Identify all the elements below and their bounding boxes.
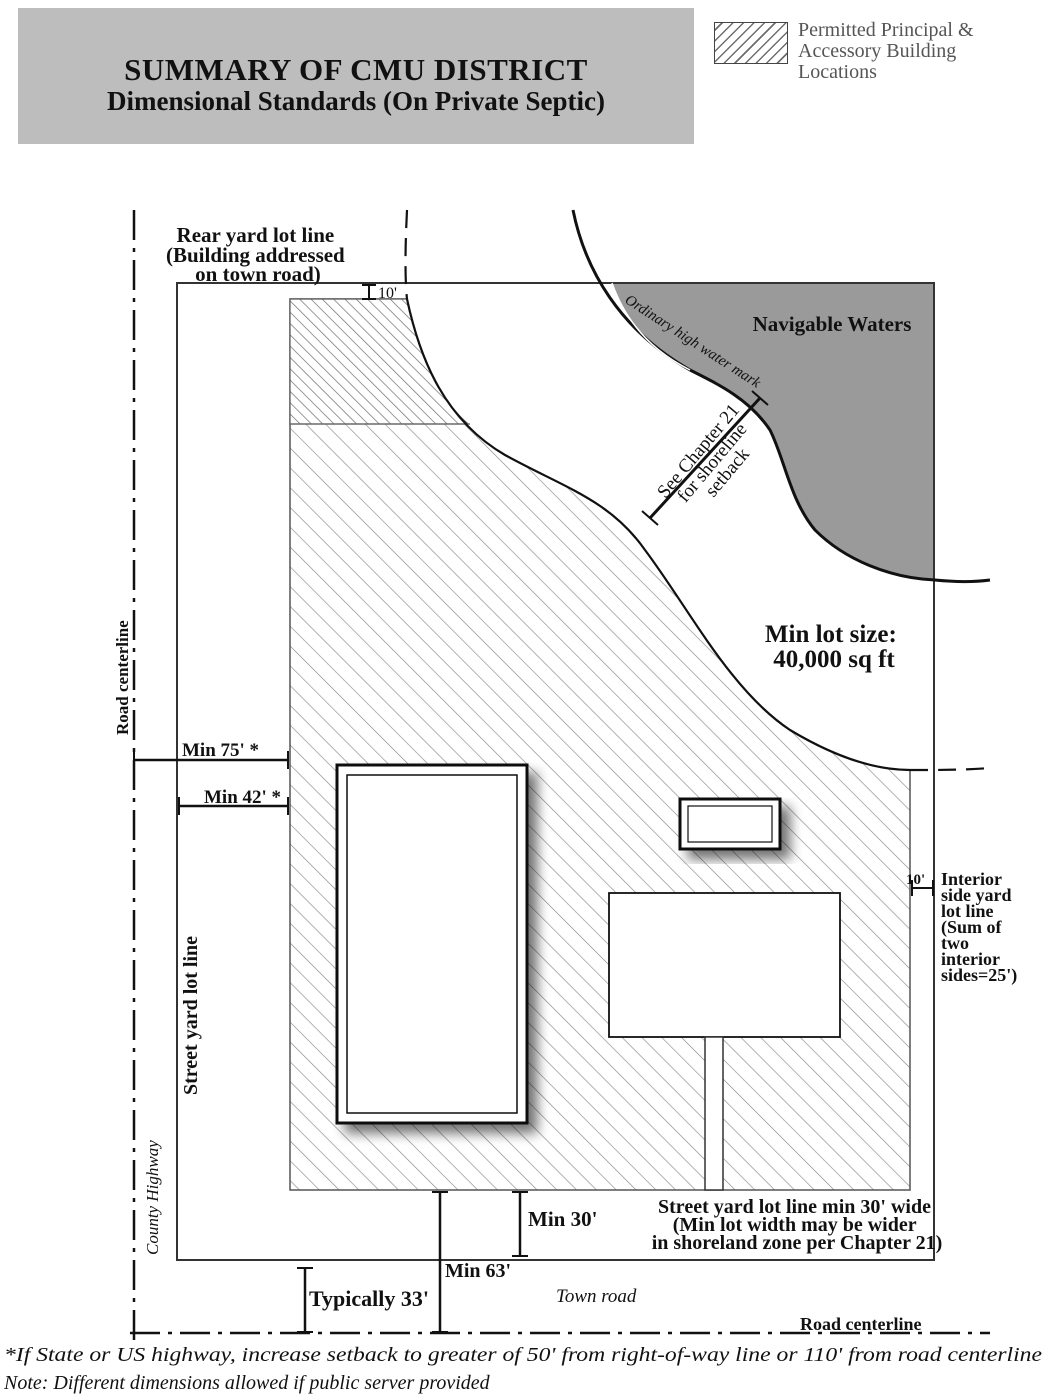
driveway bbox=[704, 1036, 724, 1191]
legend-text: Permitted Principal & Accessory Building… bbox=[798, 20, 1043, 83]
town-road-label: Town road bbox=[556, 1286, 637, 1307]
footnote-1: *If State or US highway, increase setbac… bbox=[4, 1344, 1042, 1366]
ohwm-curve bbox=[571, 209, 991, 583]
setback-curve bbox=[404, 209, 409, 300]
legend-line-2: Accessory Building bbox=[798, 40, 957, 62]
title-box: SUMMARY OF CMU DISTRICT Dimensional Stan… bbox=[18, 8, 694, 144]
road-centerline-bottom-label: Road centerline bbox=[800, 1314, 921, 1334]
rear-setback-label: 10' bbox=[378, 285, 397, 302]
lot-boundary bbox=[176, 282, 935, 1261]
navigable-waters-area bbox=[612, 283, 935, 580]
street-yard-label: Street yard lot line bbox=[180, 936, 202, 1095]
interior-setback-label: 10' bbox=[906, 872, 925, 888]
min-lot-size-label: Min lot size: 40,000 sq ft bbox=[765, 621, 903, 673]
footnote-2: Note: Different dimensions allowed if pu… bbox=[3, 1372, 491, 1394]
typically33-label: Typically 33' bbox=[309, 1286, 429, 1311]
legend-line-3: Locations bbox=[798, 61, 877, 83]
navigable-waters-label: Navigable Waters bbox=[753, 312, 912, 336]
rear-dense-hatch bbox=[289, 298, 470, 425]
road-centerline-left-label: Road centerline bbox=[113, 620, 132, 735]
legend-hatch-swatch bbox=[714, 22, 788, 64]
shoreline-label: See Chapter 21 for shoreline setback bbox=[653, 396, 774, 525]
street-yard-bottom-label: Street yard lot line min 30' wide (Min l… bbox=[652, 1196, 943, 1254]
rear-yard-label: Rear yard lot line (Building addressed o… bbox=[166, 223, 350, 286]
page-subtitle: Dimensional Standards (On Private Septic… bbox=[106, 86, 605, 116]
min30-label: Min 30' bbox=[528, 1207, 597, 1231]
building-right bbox=[608, 892, 841, 1038]
min63-label: Min 63' bbox=[445, 1260, 511, 1282]
building-small bbox=[678, 797, 782, 851]
min42-label: Min 42' * bbox=[204, 787, 281, 808]
building-left bbox=[335, 763, 529, 1125]
min75-label: Min 75' * bbox=[182, 740, 259, 761]
interior-side-yard-label: Interior side yard lot line (Sum of two … bbox=[941, 869, 1017, 986]
legend-line-1: Permitted Principal & bbox=[798, 19, 974, 41]
county-highway-label: County Highway bbox=[143, 1140, 162, 1255]
page-title: SUMMARY OF CMU DISTRICT bbox=[124, 52, 588, 87]
